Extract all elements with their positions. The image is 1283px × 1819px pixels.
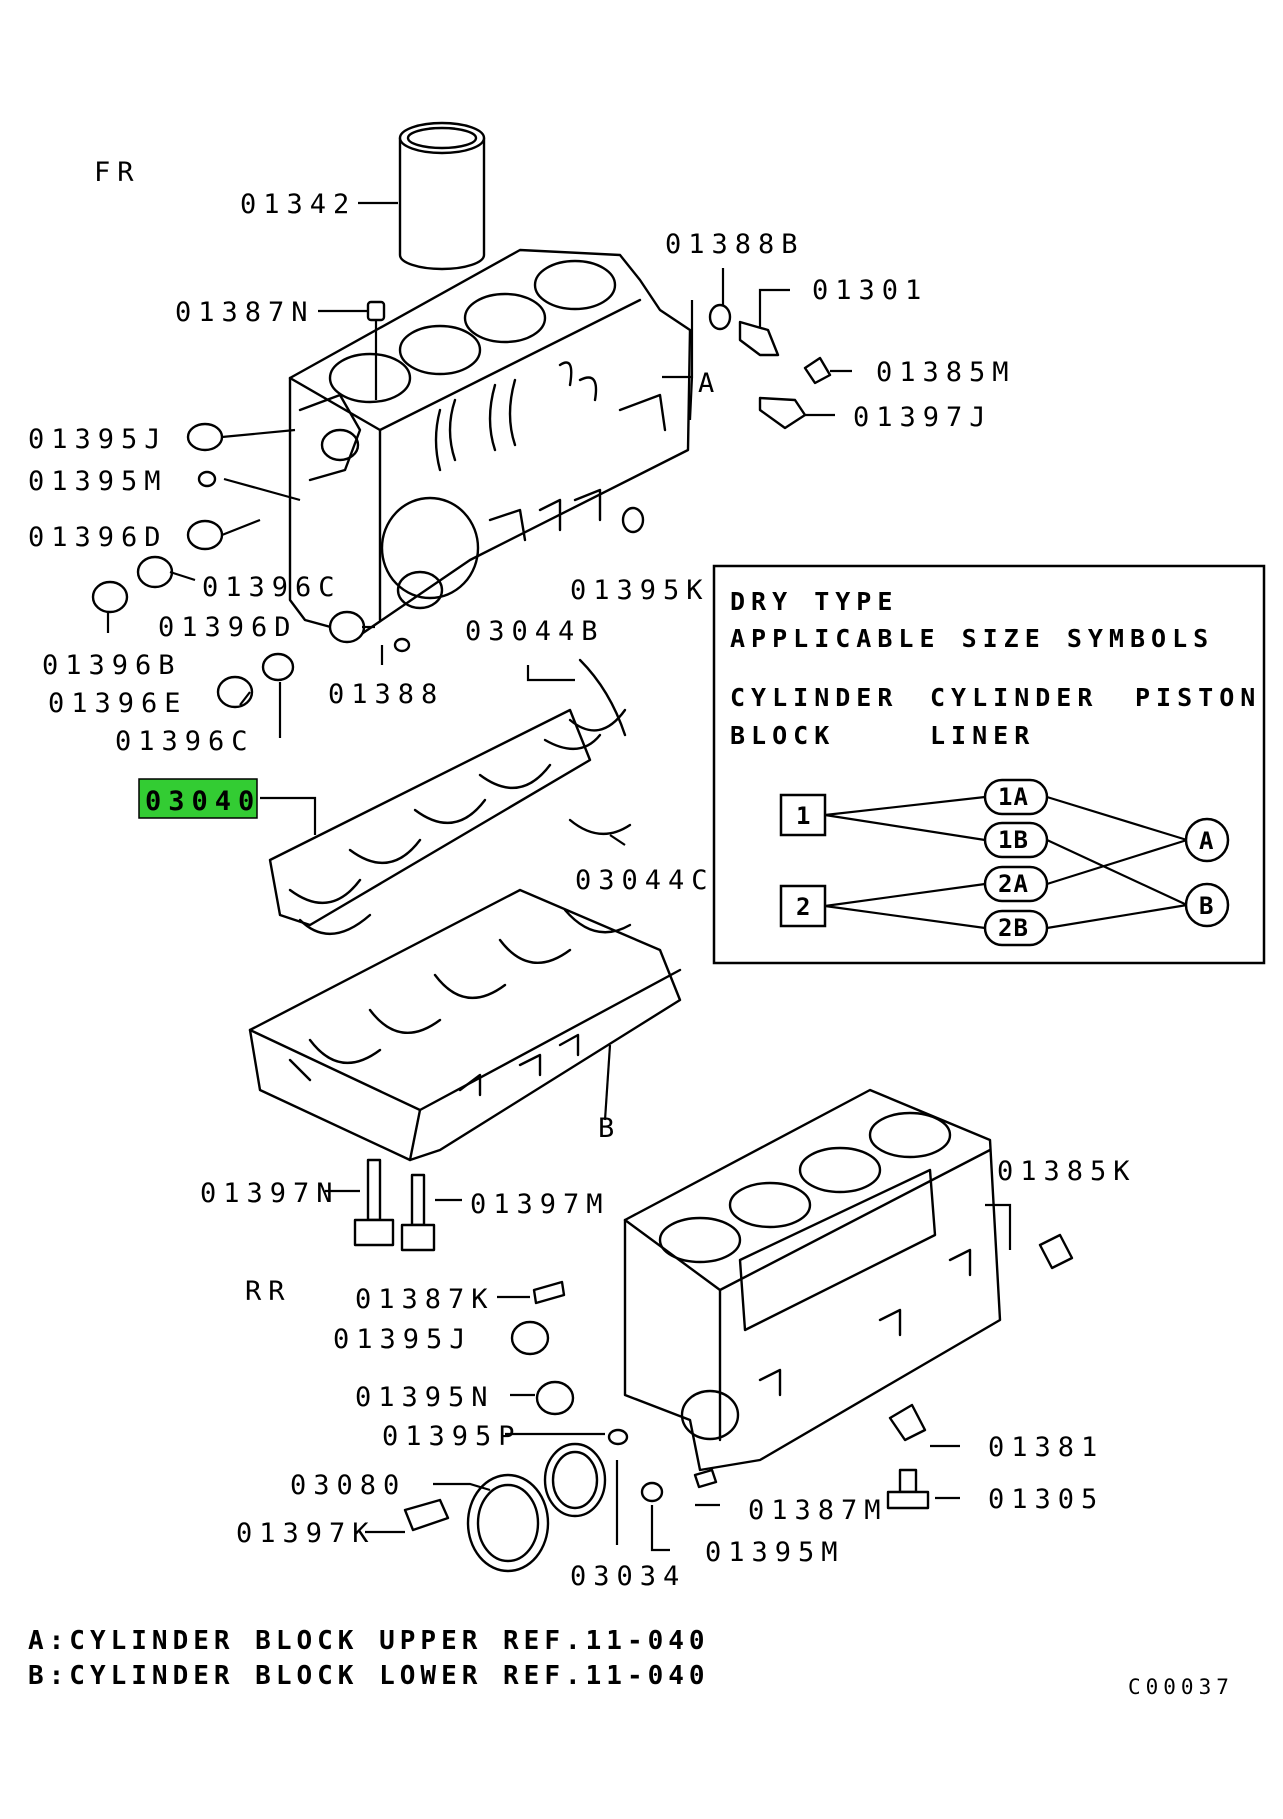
ref-b-lower: B bbox=[598, 1113, 621, 1144]
liner-code-1B: 1B bbox=[998, 826, 1029, 854]
legend-col-block-2: BLOCK bbox=[730, 721, 835, 750]
part-03080[interactable]: 03080 bbox=[290, 1470, 406, 1501]
legend-col-liner-2: LINER bbox=[930, 721, 1035, 750]
part-01397K[interactable]: 01397K bbox=[236, 1518, 376, 1549]
liner-code-pill-1B bbox=[983, 821, 1049, 859]
footnote-a: A:CYLINDER BLOCK UPPER REF.11-040 bbox=[28, 1626, 710, 1656]
figure-code: C00037 bbox=[1128, 1675, 1234, 1699]
piston-code-circle-A bbox=[1184, 817, 1230, 863]
piston-code-circle-B bbox=[1184, 882, 1230, 928]
front-marker: FR bbox=[94, 157, 141, 188]
liner-code-1A: 1A bbox=[998, 783, 1029, 811]
part-01396D-upper[interactable]: 01396D bbox=[28, 522, 168, 553]
highlight-box bbox=[138, 778, 258, 819]
rear-marker: RR bbox=[245, 1276, 292, 1307]
liner-code-pill-2A bbox=[983, 865, 1049, 903]
part-01397N[interactable]: 01397N bbox=[200, 1178, 340, 1209]
cylinder-block-assembly-drawing bbox=[623, 1088, 1002, 1472]
part-01381[interactable]: 01381 bbox=[988, 1432, 1104, 1463]
part-01395N[interactable]: 01395N bbox=[355, 1382, 495, 1413]
part-01385M[interactable]: 01385M bbox=[876, 357, 1016, 388]
part-01396D-mid[interactable]: 01396D bbox=[158, 612, 298, 643]
liner-code-pill-2B bbox=[983, 909, 1049, 947]
cylinder-liner-drawing bbox=[398, 121, 486, 271]
legend-title-dry-type: DRY TYPE bbox=[730, 587, 898, 616]
block-code-1: 1 bbox=[796, 802, 811, 830]
footnotes: A:CYLINDER BLOCK UPPER REF.11-040 B:CYLI… bbox=[28, 1626, 1234, 1699]
part-01395P[interactable]: 01395P bbox=[382, 1421, 522, 1452]
ref-a-upper: A bbox=[698, 368, 721, 399]
part-03040-highlight[interactable]: 03040 bbox=[138, 778, 261, 819]
part-01388[interactable]: 01388 bbox=[328, 679, 444, 710]
part-01385K[interactable]: 01385K bbox=[997, 1156, 1137, 1187]
small-parts-drawing bbox=[91, 300, 1074, 1573]
part-01387K[interactable]: 01387K bbox=[355, 1284, 495, 1315]
liner-code-pill-1A bbox=[983, 778, 1049, 816]
legend-col-block-1: CYLINDER bbox=[730, 683, 898, 712]
part-labels: FR RR 01342 01387N 01388B 01301 01385M 0… bbox=[28, 157, 1137, 1592]
part-01395J-lower[interactable]: 01395J bbox=[333, 1324, 473, 1355]
part-01395K[interactable]: 01395K bbox=[570, 575, 710, 606]
part-01397M[interactable]: 01397M bbox=[470, 1189, 610, 1220]
legend-col-piston: PISTON bbox=[1135, 683, 1261, 712]
liner-code-2B: 2B bbox=[998, 914, 1029, 942]
part-01305[interactable]: 01305 bbox=[988, 1484, 1104, 1515]
part-01342[interactable]: 01342 bbox=[240, 189, 356, 220]
block-code-2: 2 bbox=[796, 893, 811, 921]
part-01397J[interactable]: 01397J bbox=[853, 402, 993, 433]
part-03034[interactable]: 03034 bbox=[570, 1561, 686, 1592]
part-01387M[interactable]: 01387M bbox=[748, 1495, 888, 1526]
legend-connectors bbox=[824, 795, 1188, 930]
part-01388B[interactable]: 01388B bbox=[665, 229, 805, 260]
part-01396B[interactable]: 01396B bbox=[42, 650, 182, 681]
liner-code-2A: 2A bbox=[998, 870, 1029, 898]
part-01301[interactable]: 01301 bbox=[812, 275, 928, 306]
block-code-box-1 bbox=[779, 793, 827, 837]
part-03044C[interactable]: 03044C bbox=[575, 865, 715, 896]
piston-code-B: B bbox=[1199, 892, 1214, 920]
cylinder-block-upper-drawing bbox=[288, 248, 692, 637]
footnote-b: B:CYLINDER BLOCK LOWER REF.11-040 bbox=[28, 1661, 710, 1691]
part-01396E[interactable]: 01396E bbox=[48, 688, 188, 719]
size-symbol-legend: DRY TYPE APPLICABLE SIZE SYMBOLS CYLINDE… bbox=[712, 564, 1266, 965]
part-03040[interactable]: 03040 bbox=[145, 786, 261, 817]
legend-title-size-symbols: APPLICABLE SIZE SYMBOLS bbox=[730, 624, 1214, 653]
part-01396C-upper[interactable]: 01396C bbox=[202, 572, 342, 603]
piston-code-A: A bbox=[1199, 827, 1214, 855]
cylinder-block-lower-drawing bbox=[248, 888, 682, 1162]
part-01395M[interactable]: 01395M bbox=[28, 466, 168, 497]
part-01395J-upper[interactable]: 01395J bbox=[28, 424, 168, 455]
block-code-box-2 bbox=[779, 884, 827, 928]
part-01396C-lower[interactable]: 01396C bbox=[115, 726, 255, 757]
part-01395M-lower[interactable]: 01395M bbox=[705, 1537, 845, 1568]
leader-lines bbox=[106, 201, 1012, 1552]
part-01387N[interactable]: 01387N bbox=[175, 297, 315, 328]
part-03044B[interactable]: 03044B bbox=[465, 616, 605, 647]
main-bearing-set-drawing bbox=[268, 658, 632, 935]
legend-col-liner-1: CYLINDER bbox=[930, 683, 1098, 712]
